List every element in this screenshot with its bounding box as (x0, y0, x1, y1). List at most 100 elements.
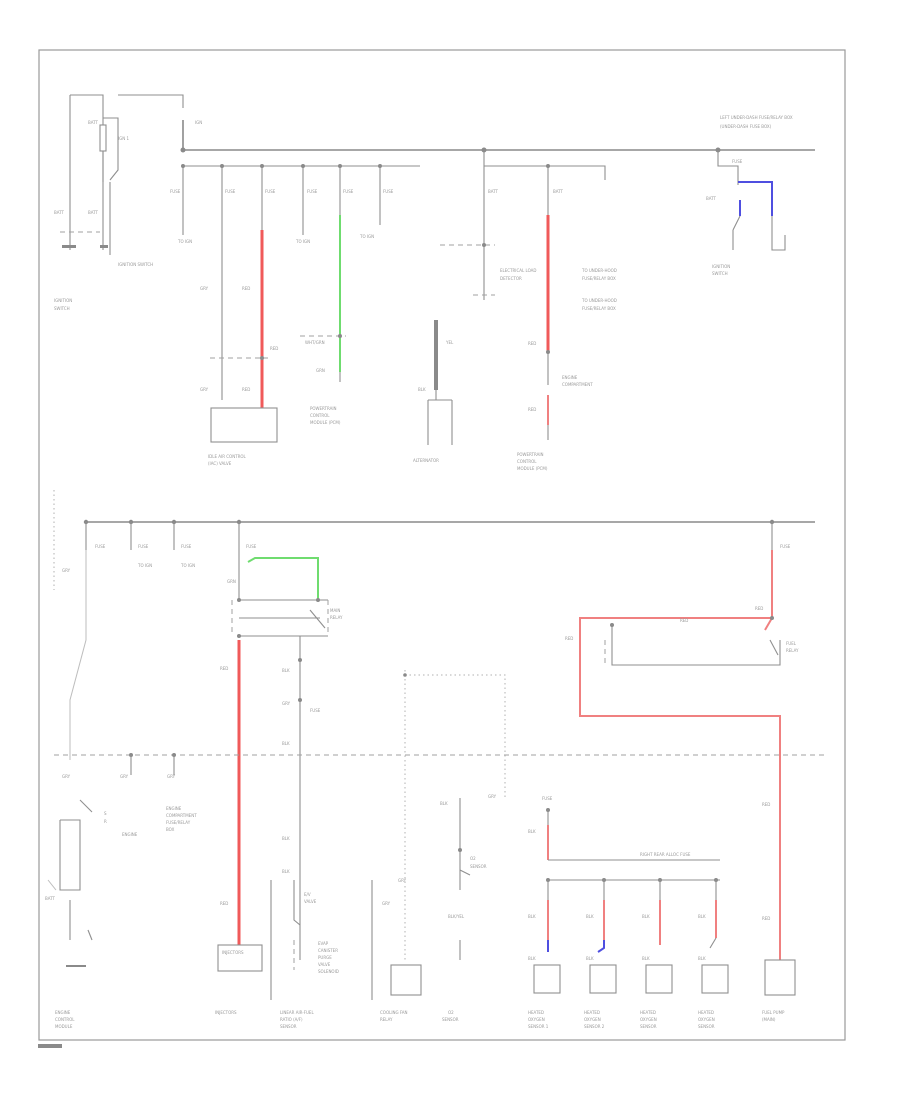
svg-text:ELECTRICAL LOAD: ELECTRICAL LOAD (500, 268, 537, 273)
svg-text:CONTROL: CONTROL (55, 1017, 75, 1022)
svg-text:INJECTORS: INJECTORS (222, 950, 244, 955)
svg-text:OXYGEN: OXYGEN (584, 1017, 601, 1022)
dotted-signal-path (403, 670, 506, 960)
svg-text:WHT/GRN: WHT/GRN (305, 340, 325, 345)
diagram-frame (38, 49, 846, 1041)
svg-text:CONTROL: CONTROL (310, 413, 330, 418)
svg-text:IGN: IGN (195, 120, 202, 125)
fuel-pump (764, 959, 796, 996)
svg-text:FUSE: FUSE (732, 159, 743, 164)
svg-text:CONTROL: CONTROL (517, 459, 537, 464)
svg-text:(UNDER-DASH FUSE BOX): (UNDER-DASH FUSE BOX) (720, 124, 772, 129)
svg-text:S: S (104, 811, 107, 816)
svg-text:RELAY: RELAY (380, 1017, 393, 1022)
svg-text:SWITCH: SWITCH (712, 271, 728, 276)
svg-text:FUSE: FUSE (181, 544, 192, 549)
svg-text:PURGE: PURGE (318, 955, 332, 960)
svg-text:BLK: BLK (528, 914, 536, 919)
svg-text:RED: RED (755, 606, 763, 611)
svg-text:ENGINE: ENGINE (562, 375, 578, 380)
svg-text:GRY: GRY (282, 701, 291, 706)
svg-text:BLK: BLK (586, 956, 594, 961)
svg-text:FUSE: FUSE (265, 189, 276, 194)
svg-text:CANISTER: CANISTER (318, 948, 338, 953)
svg-text:BATT: BATT (45, 896, 56, 901)
svg-text:SENSOR: SENSOR (698, 1024, 715, 1029)
svg-text:IGNITION: IGNITION (54, 298, 72, 303)
svg-text:GRY: GRY (382, 901, 391, 906)
svg-text:BLK: BLK (642, 914, 650, 919)
svg-text:RED: RED (220, 901, 228, 906)
svg-text:TO UNDER-HOOD: TO UNDER-HOOD (581, 298, 617, 303)
svg-text:SENSOR 2: SENSOR 2 (584, 1024, 605, 1029)
svg-text:BATT: BATT (88, 210, 99, 215)
svg-text:HEATED: HEATED (528, 1010, 544, 1015)
svg-text:RED: RED (528, 407, 536, 412)
svg-text:RED: RED (528, 341, 536, 346)
svg-text:FUSE: FUSE (310, 708, 321, 713)
svg-text:GRY: GRY (62, 568, 71, 573)
svg-text:SENSOR: SENSOR (442, 1017, 459, 1022)
svg-text:IGNITION SWITCH: IGNITION SWITCH (118, 262, 153, 267)
svg-text:LEFT UNDER-DASH FUSE/RELAY BOX: LEFT UNDER-DASH FUSE/RELAY BOX (720, 115, 793, 120)
svg-text:TO UNDER-HOOD: TO UNDER-HOOD (581, 268, 617, 273)
svg-text:GRY: GRY (488, 794, 497, 799)
svg-text:R: R (104, 819, 107, 824)
svg-text:TO IGN: TO IGN (137, 563, 152, 568)
red-wire-pcm-right: RED RED ENGINE COMPARTMENT POWERTRAIN CO… (517, 215, 593, 471)
svg-text:FUSE: FUSE (138, 544, 149, 549)
fuse-group-left: FUSE FUSE FUSE FUSE FUSE FUSE TO IGN TO … (170, 164, 420, 400)
svg-text:BATT: BATT (488, 189, 499, 194)
svg-text:BLK: BLK (698, 914, 706, 919)
svg-text:COMPARTMENT: COMPARTMENT (166, 813, 197, 818)
svg-text:BLK: BLK (282, 836, 290, 841)
svg-text:HEATED: HEATED (584, 1010, 600, 1015)
svg-text:COOLING FAN: COOLING FAN (380, 1010, 408, 1015)
green-wire-ecm: WHT/GRN GRN POWERTRAIN CONTROL MODULE (P… (300, 215, 346, 425)
svg-text:SENSOR 1: SENSOR 1 (528, 1024, 549, 1029)
middle-bus: FUSE FUSE FUSE FUSE FUSE GRY TO IGN TO I… (62, 519, 815, 760)
svg-text:FUSE: FUSE (246, 544, 257, 549)
svg-text:VALVE: VALVE (304, 899, 317, 904)
svg-text:FUSE: FUSE (307, 189, 318, 194)
svg-text:TO IGN: TO IGN (177, 239, 192, 244)
svg-text:TO IGN: TO IGN (180, 563, 195, 568)
red-wire-idle-air-valve: RED GRY RED GRY RED IDLE AIR CONTROL (IA… (200, 215, 278, 466)
svg-text:ENGINE: ENGINE (166, 806, 182, 811)
relay-block-left: GRN MAIN RELAY (227, 557, 343, 638)
svg-text:RED: RED (242, 387, 250, 392)
svg-text:INJECTORS: INJECTORS (215, 1010, 237, 1015)
svg-text:MODULE: MODULE (55, 1024, 73, 1029)
svg-text:IGN 1: IGN 1 (118, 136, 130, 141)
svg-text:BLK: BLK (282, 668, 290, 673)
fuel-pump-block: FUEL PUMP (MAIN) (762, 959, 796, 1022)
svg-text:BATT: BATT (706, 196, 717, 201)
svg-text:YEL: YEL (445, 340, 454, 345)
main-power-bus: IGN LEFT UNDER-DASH FUSE/RELAY BOX (UNDE… (180, 115, 815, 153)
svg-text:FUSE: FUSE (542, 796, 553, 801)
svg-text:POWERTRAIN: POWERTRAIN (517, 452, 544, 457)
svg-text:ALTERNATOR: ALTERNATOR (413, 458, 439, 463)
svg-text:GRN: GRN (227, 579, 236, 584)
svg-text:RELAY: RELAY (330, 615, 343, 620)
fuel-relay-right: RED RED RED FUEL RELAY RED RED (565, 550, 799, 960)
svg-text:IGNITION: IGNITION (712, 264, 730, 269)
right-fuse-switch: FUSE BATT IGNITION SWITCH (706, 150, 786, 276)
svg-text:TO IGN: TO IGN (295, 239, 310, 244)
svg-text:MAIN: MAIN (330, 608, 340, 613)
svg-text:(IAC) VALVE: (IAC) VALVE (208, 461, 232, 466)
svg-text:BLK: BLK (418, 387, 426, 392)
svg-text:GRY: GRY (167, 774, 176, 779)
svg-text:RIGHT REAR ALLOC FUSE: RIGHT REAR ALLOC FUSE (640, 852, 691, 857)
svg-text:BLK: BLK (528, 829, 536, 834)
injectors (217, 944, 263, 972)
svg-text:(MAIN): (MAIN) (762, 1017, 776, 1022)
svg-text:BATT: BATT (54, 210, 65, 215)
svg-text:FUSE/RELAY BOX: FUSE/RELAY BOX (582, 276, 616, 281)
svg-text:RATIO (A/F): RATIO (A/F) (280, 1017, 303, 1022)
svg-text:FUEL: FUEL (786, 641, 797, 646)
svg-text:GRY: GRY (200, 387, 209, 392)
svg-text:SENSOR: SENSOR (640, 1024, 657, 1029)
cooling-fan-block: GRY GRY COOLING FAN RELAY (380, 878, 422, 1022)
svg-text:OXYGEN: OXYGEN (640, 1017, 657, 1022)
